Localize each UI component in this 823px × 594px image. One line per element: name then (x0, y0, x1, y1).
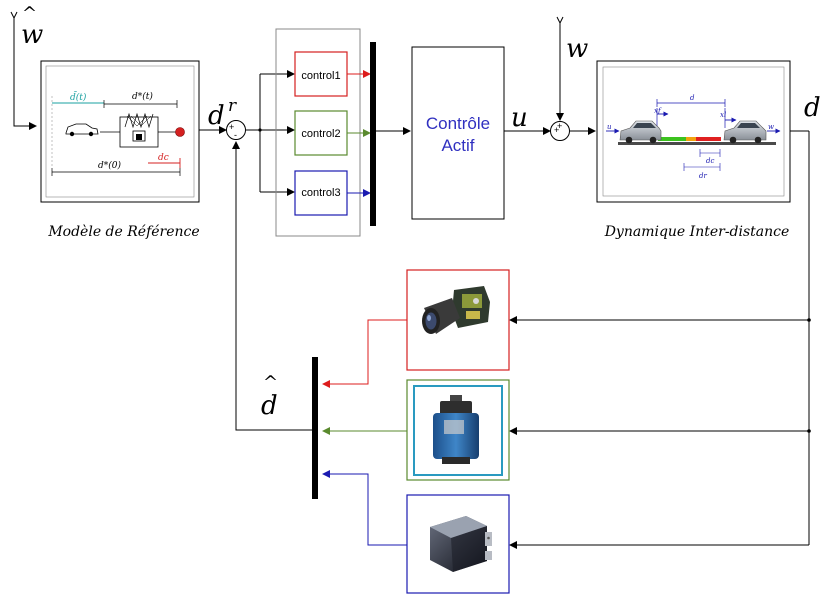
camera-icon (422, 286, 490, 334)
d-tilde-label: d̃(t) (70, 90, 87, 103)
hat-glyph: ^ (22, 3, 37, 24)
plant-w-label: w (768, 123, 774, 131)
xf-label: xf (654, 107, 662, 115)
active-control-block[interactable]: Contrôle Actif (411, 46, 505, 220)
active-control-line1: Contrôle (426, 114, 490, 133)
dr-label: d (208, 101, 225, 131)
controller-1-block[interactable]: control1 (294, 51, 348, 97)
u-label: u (511, 103, 528, 133)
sum-junction-2: + + (550, 121, 570, 141)
d-star-t-label: d*(t) (132, 91, 153, 102)
d-hat-glyph: ^ (263, 372, 278, 393)
selector-bar (370, 42, 376, 226)
road (618, 142, 776, 145)
controller-3-block[interactable]: control3 (294, 170, 348, 216)
plant-block[interactable]: d xf xl u w dc (596, 60, 791, 203)
sum-junction-1: + - (226, 120, 246, 140)
car-icon (65, 123, 99, 137)
sum1-plus: + (229, 122, 234, 132)
active-control-line2: Actif (441, 136, 474, 155)
controller-2-label: control2 (301, 128, 340, 140)
plant-d-label: d (690, 94, 695, 102)
xl-label: xl (720, 111, 726, 119)
w-hat-label: w (21, 20, 43, 50)
safe-zone (658, 137, 708, 141)
w-hat-input: ^ w (10, 3, 43, 126)
plant-u-label: u (607, 123, 612, 131)
dc-label: dc (158, 153, 169, 163)
target-marker (175, 127, 185, 137)
controller-3-label: control3 (301, 187, 340, 199)
laser-sensor-block[interactable] (406, 379, 510, 481)
leader-car-icon (723, 120, 767, 144)
plant-dr-label: dr (699, 172, 707, 180)
sum2-plus-left: + (554, 125, 559, 135)
sum2-plus-top: + (557, 121, 562, 131)
laser-rangefinder-icon (433, 395, 479, 464)
fusion-bar (312, 357, 318, 499)
warning-zone (686, 137, 696, 141)
plant-caption: Dynamique Inter-distance (604, 224, 790, 240)
camera-sensor-block[interactable] (406, 269, 510, 371)
d-hat-label: d (261, 391, 278, 421)
w-label: w (566, 34, 588, 64)
danger-zone (696, 137, 721, 141)
reference-model-caption: Modèle de Référence (47, 224, 199, 240)
radar-sensor-block[interactable] (406, 494, 510, 594)
radar-measurement-arrow (322, 470, 407, 546)
spring-damper-icon (119, 112, 159, 148)
w-input-arrow (557, 16, 563, 120)
dr-superscript: r (228, 96, 237, 116)
follower-car-icon (619, 120, 662, 144)
controller-2-block[interactable]: control2 (294, 110, 348, 156)
camera-measurement-arrow (322, 319, 407, 388)
controller-1-label: control1 (301, 70, 340, 82)
reference-model-block[interactable]: d̃(t) d*(t) dc d*(0) (40, 60, 200, 203)
radar-icon (430, 516, 492, 572)
sum1-minus: - (234, 130, 237, 140)
d-star-0-label: d*(0) (98, 160, 121, 171)
plant-dc-label: dc (706, 157, 714, 165)
d-hat-feedback-arrow (232, 141, 312, 431)
d-output-label: d (804, 93, 821, 123)
